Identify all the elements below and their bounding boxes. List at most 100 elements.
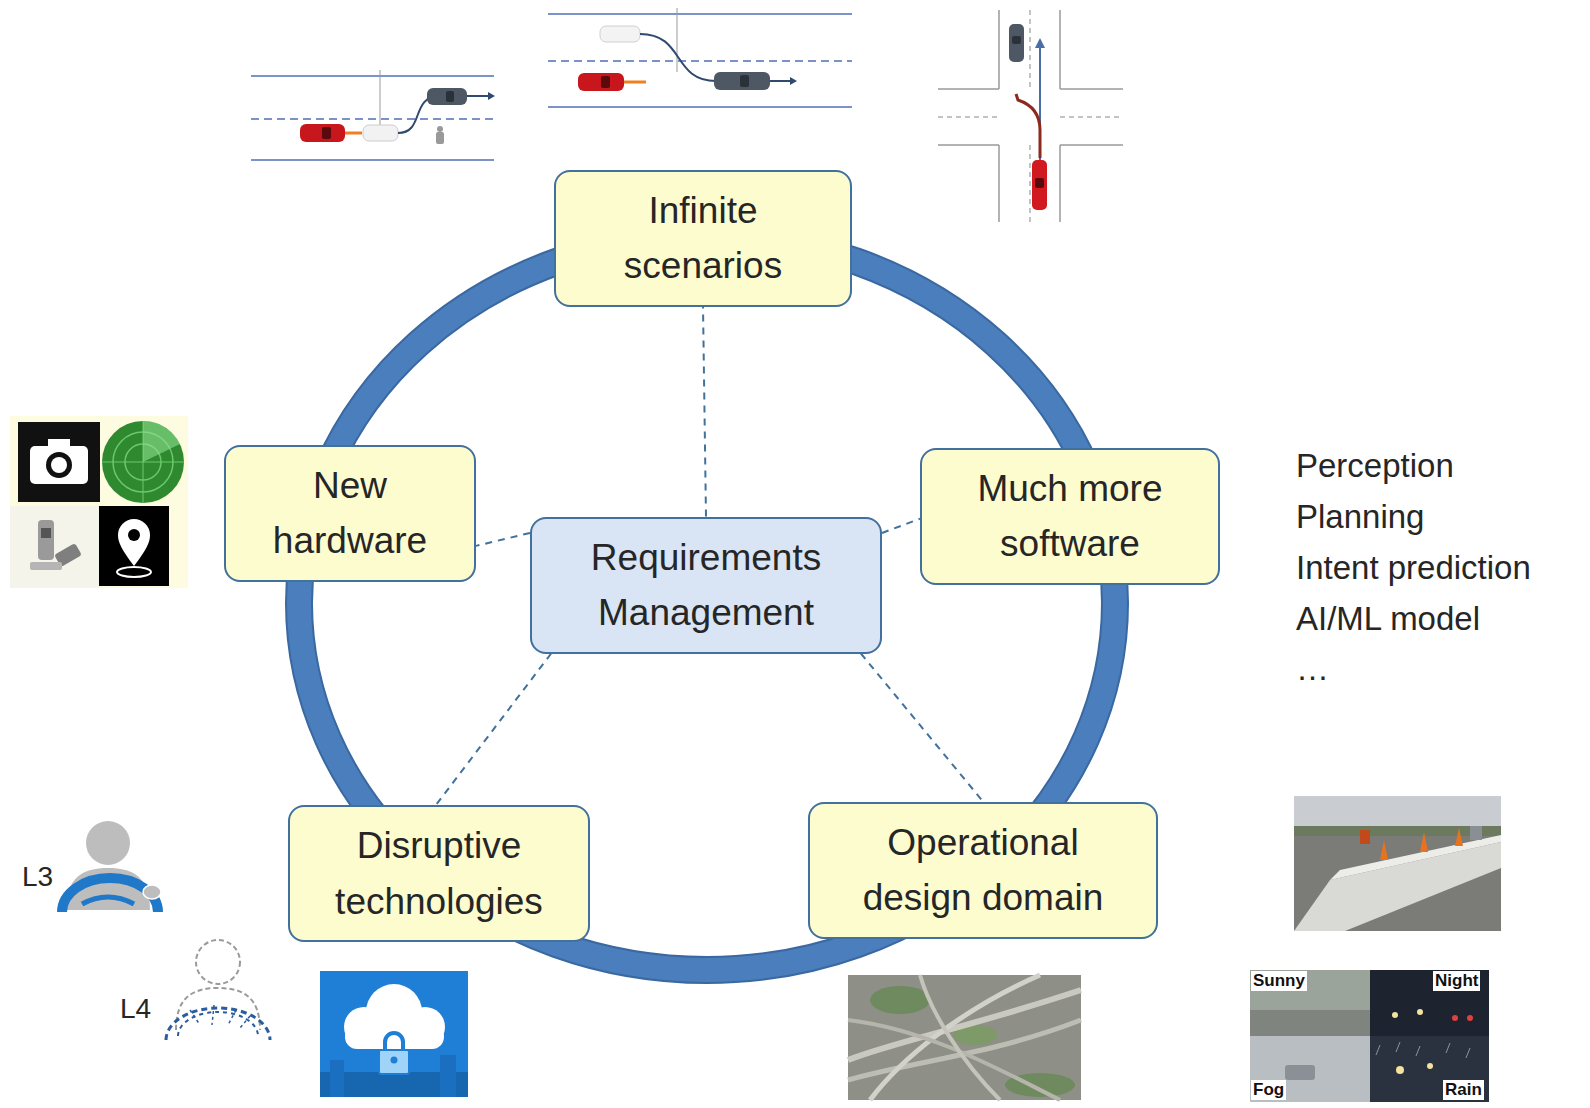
intersection-scene-part bbox=[1029, 145, 1031, 222]
weather-tag: Night bbox=[1433, 971, 1480, 991]
lane-change-scene-part bbox=[300, 124, 345, 142]
dashed-connector bbox=[476, 533, 530, 546]
weather-tag: Fog bbox=[1251, 1080, 1286, 1100]
cloud-security-icon-part bbox=[345, 1025, 444, 1049]
construction-photo-part bbox=[1380, 840, 1388, 860]
intersection-scene-part bbox=[1032, 160, 1047, 210]
cut-in-scene-part bbox=[578, 73, 624, 91]
box-label: Disruptive technologies bbox=[319, 818, 559, 929]
sensor-icons-part bbox=[18, 422, 100, 502]
cut-in-scene-part bbox=[548, 60, 852, 62]
lane-change-scene-part bbox=[446, 91, 454, 102]
intersection-scene-part bbox=[1016, 94, 1040, 158]
topic-box: New hardware bbox=[224, 445, 476, 582]
weather-photos bbox=[1250, 970, 1489, 1102]
road-network-photo-part bbox=[848, 975, 1081, 1100]
l3-driver-icon-part bbox=[86, 821, 130, 865]
cut-in-scene-part bbox=[624, 81, 646, 84]
lane-change-scene-part bbox=[380, 70, 381, 128]
l3-driver-icon-part bbox=[82, 897, 134, 904]
cut-in-scene bbox=[548, 8, 852, 107]
cut-in-scene-part bbox=[548, 106, 852, 108]
lane-change-scene-part bbox=[345, 132, 362, 135]
intersection-scene-part bbox=[1059, 10, 1061, 89]
intersection-scene-part bbox=[1060, 144, 1123, 146]
construction-photo-part bbox=[1360, 830, 1370, 844]
lane-change-scene-part bbox=[251, 75, 494, 77]
intersection-scene-part bbox=[1035, 38, 1045, 48]
cut-in-scene-part bbox=[677, 8, 678, 72]
l4-driver-icon bbox=[166, 940, 270, 1040]
cloud-security-icon-part bbox=[391, 1057, 398, 1064]
intersection-scene-part bbox=[1029, 10, 1031, 89]
intersection-scene-part bbox=[1035, 178, 1044, 188]
weather-photos-part bbox=[1250, 970, 1370, 1036]
lane-change-scene-part bbox=[488, 92, 495, 100]
sensor-icons-part bbox=[118, 519, 150, 566]
topic-box: Disruptive technologies bbox=[288, 805, 590, 942]
construction-photo-part bbox=[1294, 826, 1501, 836]
road-network-photo bbox=[848, 975, 1081, 1100]
topic-box: Much more software bbox=[920, 448, 1220, 585]
intersection-scene bbox=[938, 10, 1123, 222]
cloud-security-icon bbox=[320, 971, 468, 1097]
topic-box: Infinite scenarios bbox=[554, 170, 852, 307]
cloud-security-icon-part bbox=[330, 1060, 344, 1097]
feature-label: AI/ML model bbox=[1296, 600, 1480, 638]
lane-change-scene-part bbox=[251, 118, 494, 120]
lane-change-scene-part bbox=[467, 95, 488, 97]
intersection-scene-part bbox=[1060, 88, 1123, 90]
feature-label: Intent prediction bbox=[1296, 549, 1531, 587]
l4-driver-icon-part bbox=[190, 1005, 250, 1028]
box-label: Much more software bbox=[940, 461, 1200, 572]
cloud-security-icon-part bbox=[440, 1055, 456, 1097]
cut-in-scene-part bbox=[770, 80, 790, 82]
cloud-security-icon-part bbox=[379, 1050, 409, 1074]
weather-photos-part bbox=[1370, 1036, 1489, 1102]
cut-in-scene-part bbox=[600, 26, 640, 42]
construction-photo-part bbox=[1420, 832, 1428, 852]
l4-driver-icon-part bbox=[176, 988, 260, 1030]
construction-photo-part bbox=[1455, 828, 1463, 846]
dashed-connector bbox=[703, 307, 706, 517]
sensor-icons-part bbox=[51, 457, 67, 473]
intersection-scene-part bbox=[1012, 36, 1021, 44]
l3-driver-icon-part bbox=[143, 885, 161, 899]
lane-change-scene-part bbox=[363, 125, 398, 141]
sensor-icons-part bbox=[46, 452, 72, 478]
intersection-scene-part bbox=[938, 88, 999, 90]
sensor-icons bbox=[10, 416, 188, 588]
construction-photo-part bbox=[1294, 796, 1501, 931]
construction-photo-part bbox=[1470, 826, 1482, 840]
sensor-icons-part bbox=[10, 506, 99, 588]
cut-in-scene-part bbox=[548, 13, 852, 15]
weather-photos-part bbox=[1467, 1015, 1473, 1021]
ellipsis-label: … bbox=[1296, 650, 1329, 688]
intersection-scene-part bbox=[938, 116, 999, 118]
lane-change-scene bbox=[251, 70, 495, 160]
intersection-scene-part bbox=[1060, 116, 1123, 118]
weather-photos-part bbox=[1370, 970, 1489, 1036]
sensor-icons-part bbox=[143, 421, 180, 462]
lane-change-scene-part bbox=[322, 127, 331, 139]
box-label: New hardware bbox=[250, 458, 450, 569]
intersection-scene-part bbox=[998, 145, 1000, 222]
box-label: Infinite scenarios bbox=[583, 183, 823, 294]
l3-driver-icon bbox=[62, 821, 161, 912]
dashed-connector bbox=[861, 654, 983, 802]
sensor-icons-part bbox=[10, 416, 188, 588]
feature-label: Planning bbox=[1296, 498, 1424, 536]
weather-photos-part bbox=[1250, 1036, 1370, 1102]
weather-tag: Rain bbox=[1443, 1080, 1484, 1100]
l4-driver-icon-part bbox=[178, 1012, 258, 1036]
sensor-icons-part bbox=[117, 567, 151, 577]
intersection-scene-part bbox=[1009, 24, 1024, 62]
weather-photos-part bbox=[1250, 1010, 1370, 1036]
sensor-icons-part bbox=[48, 439, 70, 448]
l4-driver-icon-part bbox=[196, 940, 240, 984]
sensor-icons-part bbox=[38, 520, 54, 560]
construction-photo-part bbox=[1330, 835, 1501, 880]
connector-group bbox=[436, 307, 983, 806]
weather-photos-part bbox=[1285, 1065, 1315, 1080]
